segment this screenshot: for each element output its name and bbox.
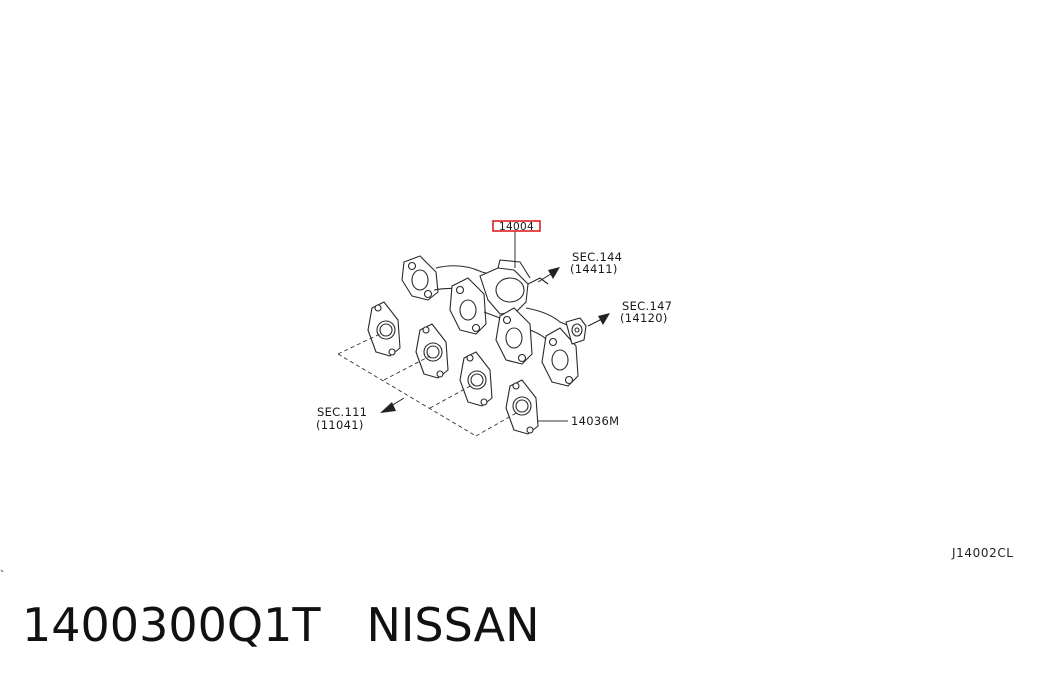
corner-mark	[0, 569, 4, 573]
sec111-label: SEC.111	[317, 405, 367, 419]
sec144-label: SEC.144	[572, 250, 622, 264]
gasket-part-number: 14036M	[571, 414, 619, 428]
sec144-ref: (14411)	[570, 262, 618, 276]
arrow-to-sec144	[537, 267, 560, 283]
exhaust-manifold	[401, 255, 587, 387]
drawing-code: J14002CL	[951, 546, 1014, 560]
gasket-port-4	[505, 379, 539, 435]
arrow-to-sec111	[380, 397, 405, 413]
sec111-ref: (11041)	[316, 418, 364, 432]
brand-name: NISSAN	[366, 598, 540, 652]
sec147-ref: (14120)	[620, 311, 668, 325]
part-number: 1400300Q1T	[22, 598, 321, 652]
highlighted-part-box[interactable]	[492, 220, 541, 232]
exhaust-manifold-gasket	[367, 301, 539, 435]
part-caption: 1400300Q1T NISSAN	[22, 598, 540, 652]
sec147-label: SEC.147	[622, 299, 672, 313]
gasket-port-2	[415, 323, 449, 379]
alignment-dashed-lines	[337, 333, 519, 437]
gasket-port-1	[367, 301, 401, 357]
gasket-port-3	[459, 351, 493, 407]
arrow-to-sec147	[587, 313, 610, 327]
highlighted-part-number[interactable]: 14004	[499, 221, 534, 233]
